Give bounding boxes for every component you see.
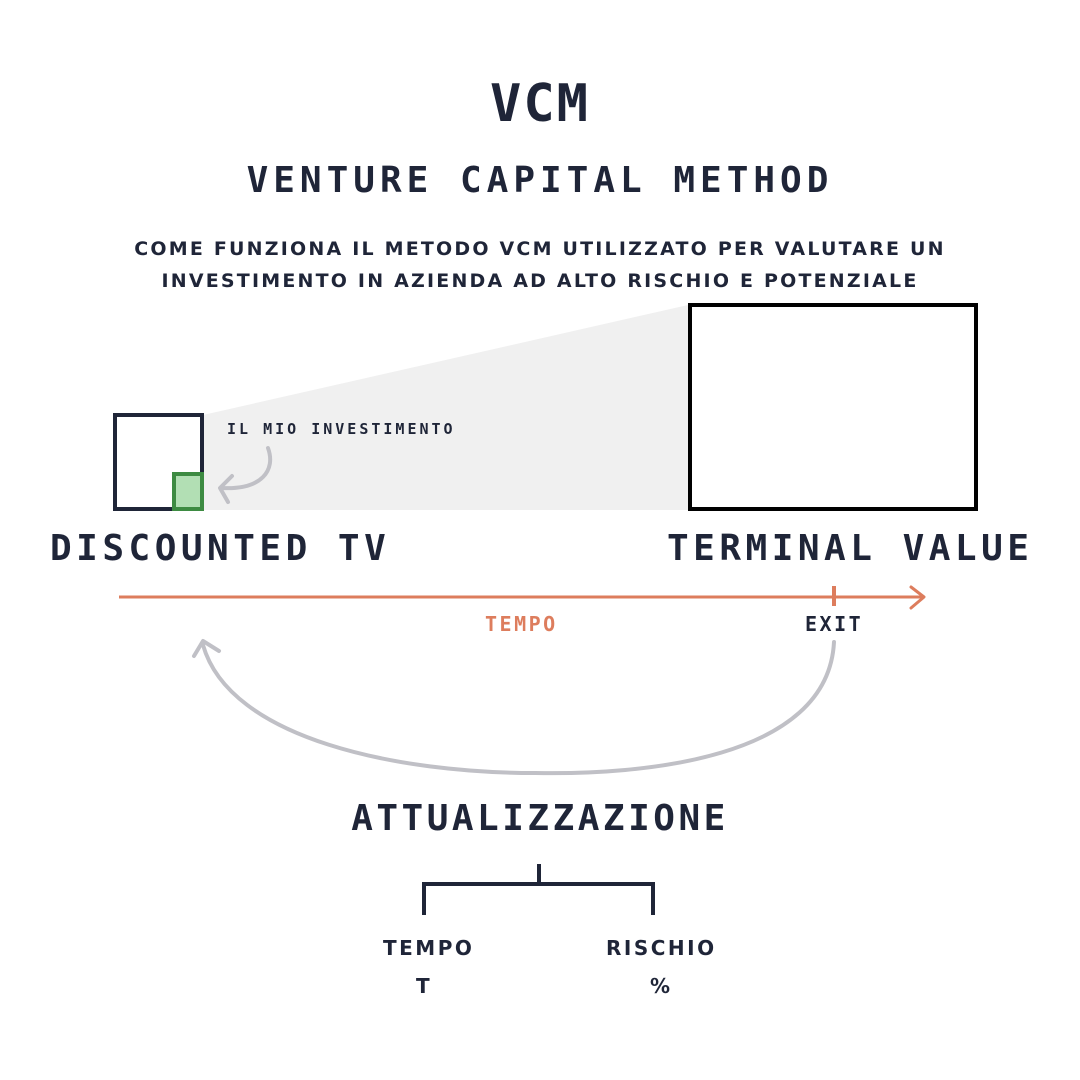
actualization-label: ATTUALIZZAZIONE [351,798,729,839]
timeline-arrowhead [909,585,926,610]
page-title: VCM [490,74,590,134]
investment-pointer-arrowhead [218,474,234,504]
discount-arc [201,640,836,776]
exit-label: EXIT [805,612,864,636]
description-line-1: COME FUNZIONA IL METODO VCM UTILIZZATO P… [134,238,946,260]
projection-cone [203,305,688,510]
factor-rischio-label: RISCHIO [606,936,717,960]
terminal-value-box [688,303,978,511]
discounted-tv-label: DISCOUNTED TV [50,528,391,569]
discount-arc-arrowhead [192,639,221,658]
factor-tempo-symbol: T [416,974,433,998]
page-subtitle: VENTURE CAPITAL METHOD [246,160,834,201]
investment-label: IL MIO INVESTIMENTO [227,420,456,438]
description: COME FUNZIONA IL METODO VCM UTILIZZATO P… [100,233,980,297]
investment-pointer-arrow [220,446,273,491]
factors-bracket [422,864,655,915]
terminal-value-label: TERMINAL VALUE [667,528,1034,569]
investment-share-box [172,472,204,511]
factor-tempo-label: TEMPO [383,936,475,960]
factor-rischio-symbol: % [650,974,673,998]
description-line-2: INVESTIMENTO IN AZIENDA AD ALTO RISCHIO … [161,270,919,292]
timeline-axis-label: TEMPO [485,612,558,636]
